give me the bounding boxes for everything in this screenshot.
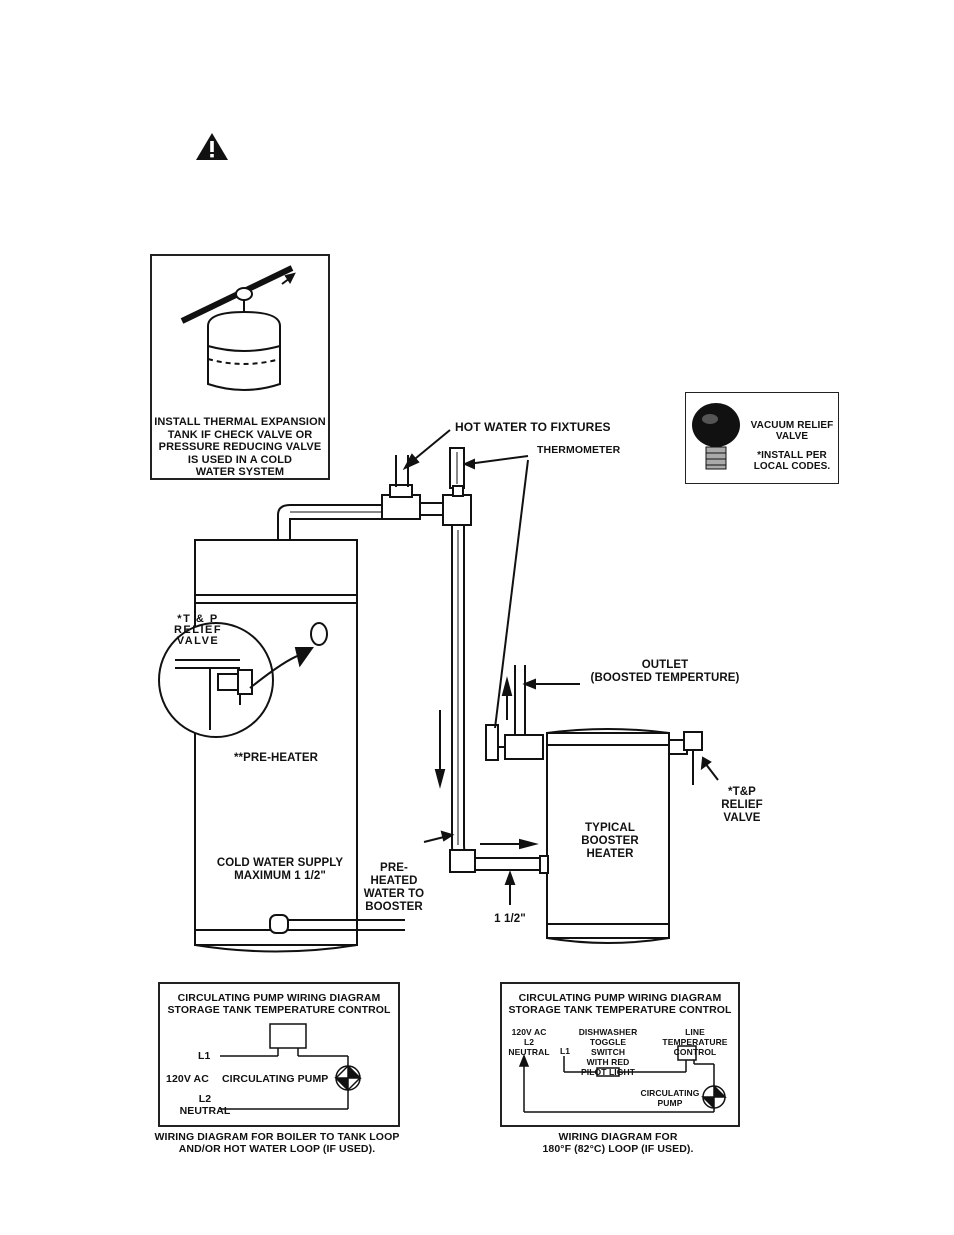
vacuum-relief-caption: VACUUM RELIEF VALVE (750, 420, 834, 442)
wiring-left-120v: 120V AC (166, 1073, 209, 1085)
booster-label: TYPICAL BOOSTER HEATER (581, 822, 639, 860)
wiring-right-caption: WIRING DIAGRAM FOR 180°F (82°C) LOOP (IF… (542, 1131, 694, 1155)
expansion-tank-icon (180, 265, 296, 391)
pipe-size-label: 1 1/2" (494, 913, 526, 925)
wiring-left-schematic (220, 1023, 362, 1110)
tp-relief-inset-label: *T & P RELIEF VALVE (173, 613, 223, 647)
wiring-left-title: CIRCULATING PUMP WIRING DIAGRAM STORAGE … (167, 992, 391, 1016)
wiring-right-title: CIRCULATING PUMP WIRING DIAGRAM STORAGE … (508, 992, 732, 1016)
wiring-right-120v: 120V AC L2 NEUTRAL (508, 1027, 550, 1057)
wiring-diagram-right: CIRCULATING PUMP WIRING DIAGRAM STORAGE … (500, 982, 740, 1127)
tp-relief-booster-label: *T&P RELIEF VALVE (721, 786, 763, 824)
wiring-diagram-left: CIRCULATING PUMP WIRING DIAGRAM STORAGE … (158, 982, 400, 1127)
wiring-left-pump: CIRCULATING PUMP (222, 1073, 329, 1085)
thermometer-label: THERMOMETER (537, 444, 621, 456)
booster-heater-tank (546, 728, 670, 944)
pre-heater-label: **PRE-HEATER (233, 752, 319, 764)
vacuum-relief-inset: VACUUM RELIEF VALVE *INSTALL PER LOCAL C… (685, 392, 839, 484)
vacuum-relief-valve-icon (692, 403, 740, 470)
hot-water-label: HOT WATER TO FIXTURES (455, 420, 611, 434)
wiring-right-schematic (518, 1045, 727, 1113)
wiring-left-l1: L1 (198, 1050, 211, 1062)
pre-heated-label: PRE-HEATED WATER TO BOOSTER (363, 862, 425, 913)
wiring-left-l2: L2 NEUTRAL (179, 1093, 231, 1117)
wiring-right-toggle: DISHWASHER TOGGLE SWITCH WITH RED PILOT … (578, 1027, 638, 1077)
wiring-right-line-temp: LINE TEMPERATURE CONTROL (662, 1027, 728, 1057)
vacuum-relief-note: *INSTALL PER LOCAL CODES. (753, 450, 831, 472)
expansion-tank-inset: INSTALL THERMAL EXPANSION TANK IF CHECK … (150, 254, 330, 480)
cold-supply-label: COLD WATER SUPPLY MAXIMUM 1 1/2" (216, 857, 344, 882)
wiring-right-l1: L1 (559, 1046, 571, 1056)
wiring-left-caption: WIRING DIAGRAM FOR BOILER TO TANK LOOP A… (154, 1131, 400, 1155)
outlet-label: OUTLET (BOOSTED TEMPERTURE) (590, 659, 740, 684)
wiring-right-pump: CIRCULATING PUMP (640, 1088, 700, 1108)
pre-heater-tank (194, 539, 358, 953)
warning-icon (196, 133, 228, 160)
expansion-tank-caption: INSTALL THERMAL EXPANSION TANK IF CHECK … (154, 416, 326, 478)
